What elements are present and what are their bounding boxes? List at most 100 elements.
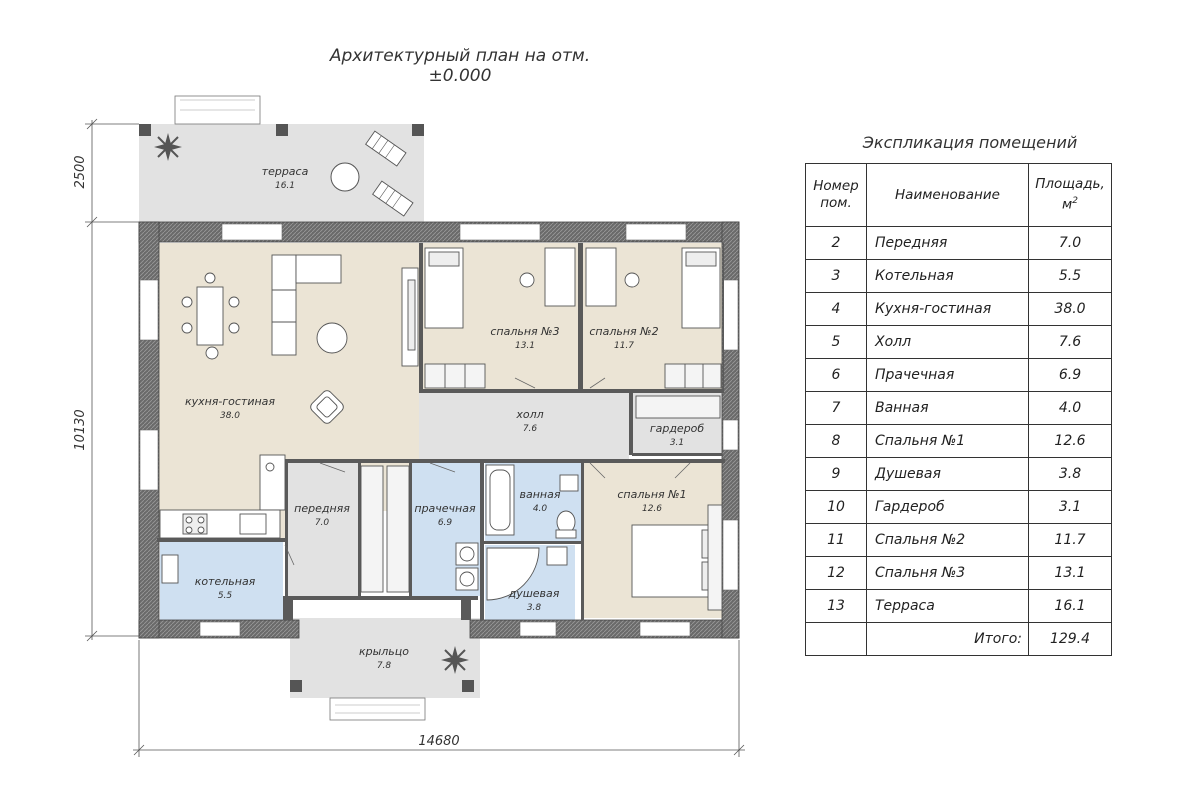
- room-area-laundry: 6.9: [438, 518, 453, 528]
- row-number: 9: [805, 457, 867, 491]
- row-name: Кухня-гостиная: [866, 292, 1029, 326]
- row-number: 11: [805, 523, 867, 557]
- room-name-kitchen: кухня-гостиная: [185, 395, 275, 408]
- row-name: Холл: [866, 325, 1029, 359]
- room-area-hall: 7.6: [523, 424, 538, 434]
- total-value: 129.4: [1028, 622, 1112, 656]
- bed2-desk: [585, 247, 617, 307]
- coffee-table: [316, 322, 348, 354]
- bed3-wardrobe: [424, 363, 486, 389]
- row-area: 6.9: [1028, 358, 1112, 392]
- room-name-bed1: спальня №1: [617, 488, 686, 501]
- row-number: 2: [805, 226, 867, 260]
- row-number: 3: [805, 259, 867, 293]
- row-name: Спальня №3: [866, 556, 1029, 590]
- row-number: 5: [805, 325, 867, 359]
- row-name: Ванная: [866, 391, 1029, 425]
- total-empty: [805, 622, 867, 656]
- plant-icon: [441, 646, 469, 674]
- row-name: Душевая: [866, 457, 1029, 491]
- explication-header-row: Номер пом. Наименование Площадь, м2: [805, 163, 1112, 227]
- row-name: Передняя: [866, 226, 1029, 260]
- row-number: 7: [805, 391, 867, 425]
- height-dim: 10130: [73, 409, 88, 450]
- kitchen-furniture: [159, 254, 419, 539]
- boiler-floor: [160, 542, 283, 622]
- front-closet-2: [386, 465, 410, 593]
- row-area: 3.8: [1028, 457, 1112, 491]
- hall-floor: [419, 393, 629, 463]
- row-area: 5.5: [1028, 259, 1112, 293]
- shower-sink: [546, 546, 568, 566]
- bedroom-furniture: [424, 247, 723, 611]
- header-number: Номер пом.: [805, 163, 867, 227]
- windows: [139, 223, 739, 637]
- terrace-depth-dim: 2500: [73, 155, 88, 188]
- bed2-wardrobe: [664, 363, 722, 389]
- row-area: 7.6: [1028, 325, 1112, 359]
- plant-icon: [154, 133, 182, 161]
- row-number: 10: [805, 490, 867, 524]
- dining-table: [196, 286, 224, 346]
- header-area: Площадь, м2: [1028, 163, 1112, 227]
- bath-fixtures: [161, 464, 579, 601]
- header-area-text: Площадь, м: [1035, 176, 1105, 213]
- room-name-front: передняя: [294, 502, 350, 515]
- floor-plan: 2500 10130 14680 терраса 16.1 кухня-гост…: [73, 95, 745, 757]
- ward-shelf: [635, 395, 721, 419]
- room-area-terrace: 16.1: [275, 181, 295, 191]
- row-number: 12: [805, 556, 867, 590]
- row-number: 8: [805, 424, 867, 458]
- row-number: 6: [805, 358, 867, 392]
- front-closet-1: [360, 465, 384, 593]
- room-area-bed3: 13.1: [515, 341, 535, 351]
- plan-title: Архитектурный план на отм.±0.000: [329, 46, 591, 86]
- row-name: Терраса: [866, 589, 1029, 623]
- total-label: Итого:: [866, 622, 1029, 656]
- room-name-boiler: котельная: [195, 575, 256, 588]
- porch-details: [290, 646, 474, 721]
- room-area-bed1: 12.6: [642, 504, 662, 514]
- room-area-bed2: 11.7: [614, 341, 634, 351]
- row-name: Котельная: [866, 259, 1029, 293]
- room-area-kitchen: 38.0: [220, 411, 240, 421]
- row-name: Спальня №1: [866, 424, 1029, 458]
- armchair: [310, 390, 344, 424]
- room-name-shower: душевая: [508, 587, 560, 600]
- row-area: 13.1: [1028, 556, 1112, 590]
- explication-total-row: Итого: 129.4: [805, 622, 1112, 656]
- width-dim: 14680: [418, 734, 459, 749]
- row-area: 7.0: [1028, 226, 1112, 260]
- sofa: [271, 254, 297, 356]
- header-name: Наименование: [866, 163, 1029, 227]
- header-area-sup: 2: [1072, 196, 1078, 207]
- room-name-ward: гардероб: [650, 422, 705, 435]
- room-area-shower: 3.8: [527, 603, 542, 613]
- room-area-bath: 4.0: [533, 504, 548, 514]
- row-name: Прачечная: [866, 358, 1029, 392]
- room-name-laundry: прачечная: [414, 502, 476, 515]
- room-name-bath: ванная: [520, 488, 561, 501]
- lounger-1: [365, 130, 407, 167]
- row-area: 16.1: [1028, 589, 1112, 623]
- row-area: 12.6: [1028, 424, 1112, 458]
- bath-sink: [559, 474, 579, 492]
- row-area: 4.0: [1028, 391, 1112, 425]
- row-name: Спальня №2: [866, 523, 1029, 557]
- terrace-details: [139, 95, 424, 217]
- shower-cabin: [486, 547, 540, 601]
- dimension-lines: [85, 118, 745, 757]
- row-area: 11.7: [1028, 523, 1112, 557]
